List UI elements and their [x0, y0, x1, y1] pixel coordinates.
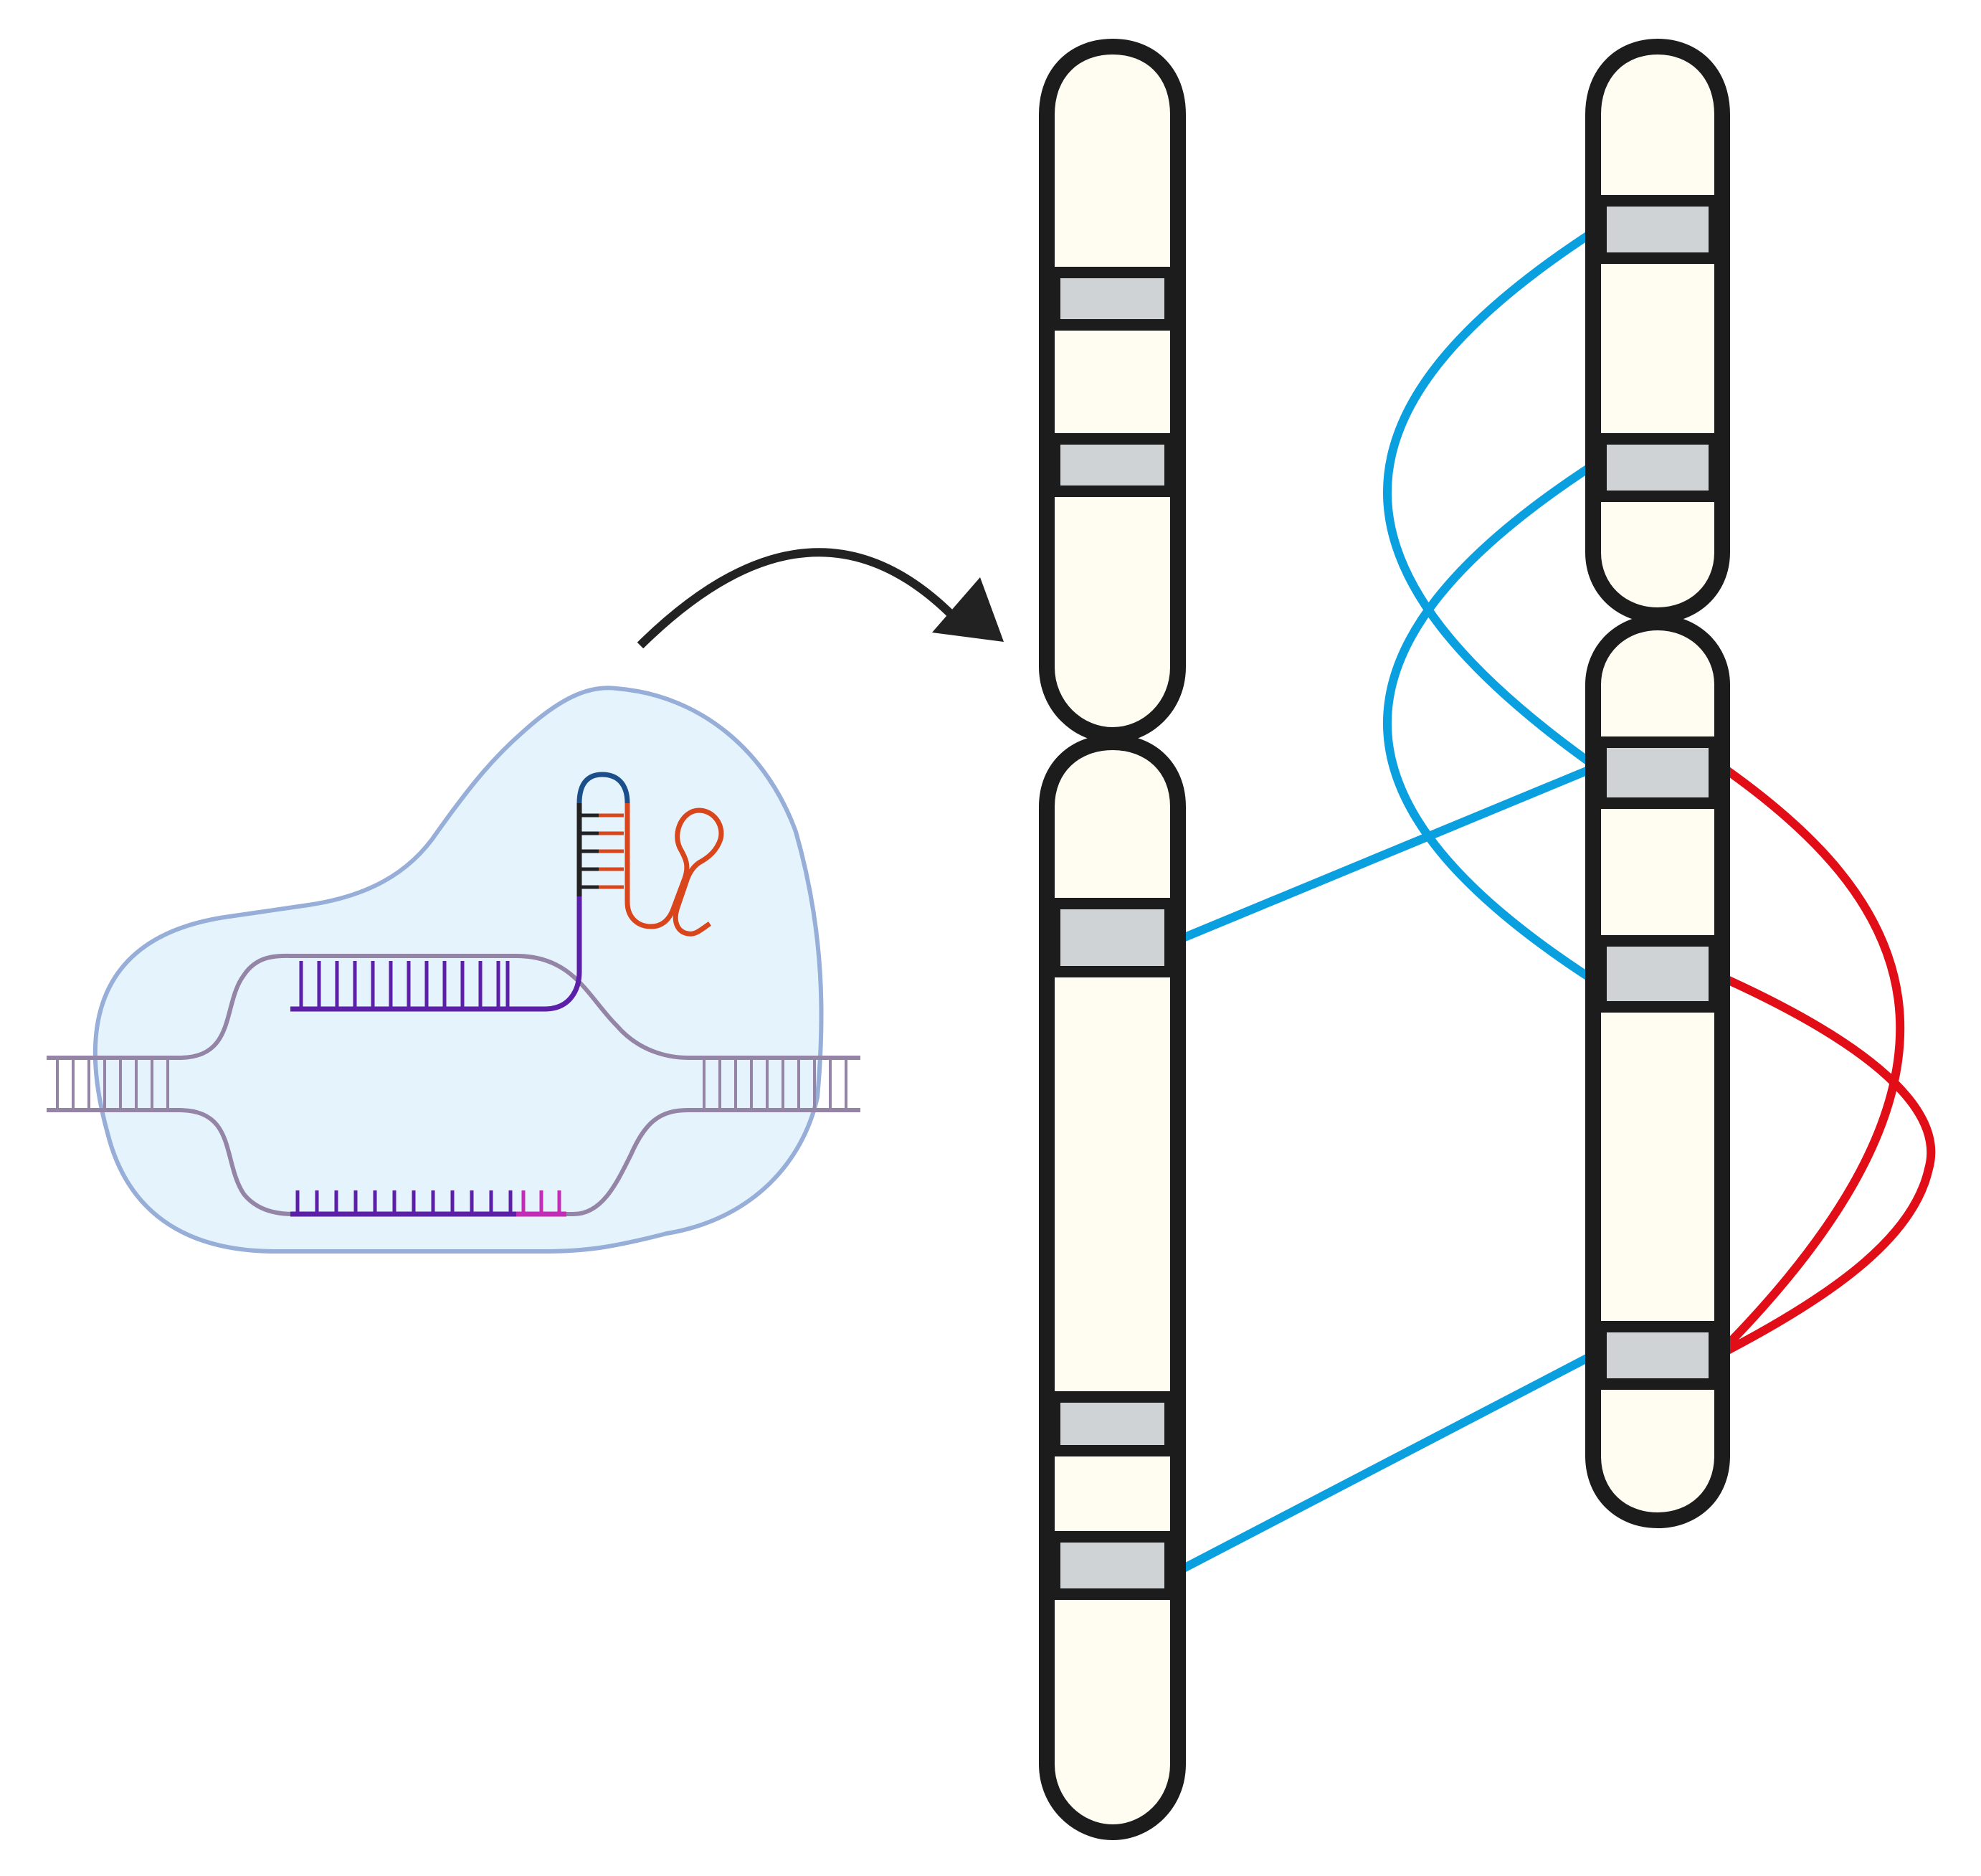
chromosome-icon	[1039, 38, 1186, 1841]
link-red	[1717, 762, 1905, 1355]
link-blue	[1383, 462, 1595, 983]
band	[1595, 935, 1720, 1013]
guide-rna	[290, 896, 582, 1217]
dna-rungs-left	[56, 1058, 169, 1110]
band	[1049, 267, 1176, 331]
link-blue	[1383, 229, 1595, 767]
link-blue	[1177, 1350, 1597, 1575]
chromosome-a-bands	[1049, 267, 1176, 1600]
band	[1049, 898, 1176, 977]
band	[1049, 433, 1176, 497]
link-red	[1719, 972, 1936, 1358]
cas9-protein-icon	[47, 686, 860, 1254]
blue-links	[1177, 229, 1597, 1575]
band	[1595, 433, 1720, 502]
band	[1595, 195, 1720, 264]
band	[1049, 1531, 1176, 1600]
cas-protein-body	[92, 686, 824, 1254]
target-rungs	[295, 1190, 513, 1214]
rearrangement-links	[1177, 229, 1936, 1575]
hairpin-rungs	[579, 813, 624, 889]
dna-rungs-right	[703, 1058, 847, 1110]
red-links	[1717, 762, 1936, 1358]
chromosome-b-q-arm	[1585, 614, 1730, 1529]
pam-site	[516, 1190, 566, 1217]
guide-rungs	[299, 961, 510, 1009]
chromosome-b-p-arm	[1585, 38, 1730, 624]
link-blue	[1177, 763, 1597, 944]
sgrna-hairpin	[576, 772, 724, 937]
chromosome-a-p-arm	[1039, 38, 1186, 744]
chromosome-icon	[1585, 38, 1730, 1529]
band	[1595, 1321, 1720, 1390]
tracr-rna	[624, 803, 724, 937]
band	[1595, 736, 1720, 809]
band	[1049, 1391, 1176, 1456]
curved-arrow-icon	[637, 548, 1004, 649]
chromosome-b-bands	[1595, 195, 1720, 1390]
